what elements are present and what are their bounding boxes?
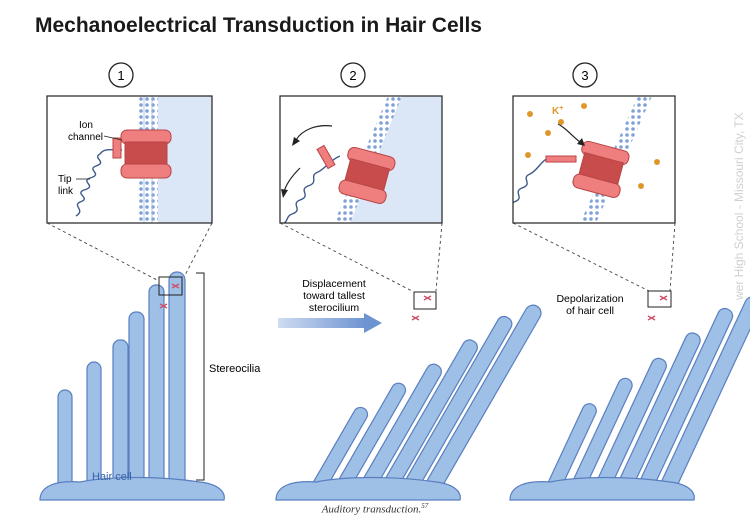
ion-channel-label: Ion [79,120,93,131]
stereocilia-bracket [196,272,205,481]
zoom-box [158,276,183,296]
ion-channel-label: channel [68,132,103,143]
zoom-box [413,291,437,310]
ion-channel-gate [112,137,122,159]
ion-flow-arrow [557,123,581,143]
stereocilium [112,339,129,491]
ion-channel-gate [545,155,577,163]
potassium-ions [525,103,660,189]
ion-channel [338,146,396,204]
tip-link [513,157,549,204]
hair-cell-3: Depolarization of hair cell [509,290,750,501]
depolarization-label: Depolarization [556,293,623,305]
displacement-arrow [278,313,382,333]
depolarization-label: of hair cell [566,305,614,317]
cell-body [275,476,461,501]
hair-cell-2: Displacement toward tallest sterocilium [275,278,542,501]
tip-link [283,155,341,223]
tip-link-label: Tip [58,174,72,185]
displacement-label: Displacement [302,278,366,290]
ion-channel-gate [316,144,336,170]
potassium-ion-label: K+ [552,105,563,117]
inset-panel-1: Ion channel Tip link [46,95,213,224]
svg-text:2: 2 [349,68,356,83]
stereocilium [148,284,165,491]
displacement-label: toward tallest [303,290,365,302]
svg-text:1: 1 [117,68,124,83]
ion-channel [572,140,630,198]
step-number-1: 1 [108,62,134,88]
watermark: wer High School - Missouri City, TX [732,112,746,300]
stereocilium [128,311,145,491]
stereocilium [168,271,186,491]
inset-panel-3: K+ [512,95,676,224]
svg-text:3: 3 [581,68,588,83]
movement-arrow [295,125,333,141]
zoom-guides [46,222,676,292]
tip-link [75,148,123,217]
step-number-3: 3 [572,62,598,88]
cell-body [39,476,225,501]
tip-link-label: link [58,186,74,197]
figure-caption: Auditory transduction.57 [321,502,429,516]
cell-body [509,476,695,501]
zoom-box [647,290,672,308]
hair-cell-1: Hair cell Stereocilia [39,271,261,501]
inset-panel-2 [279,95,443,224]
stereocilia-label: Stereocilia [209,363,261,375]
step-number-2: 2 [340,62,366,88]
ion-channel [120,129,172,179]
stereocilium [57,389,73,491]
hair-cell-label: Hair cell [92,471,132,483]
page-title: Mechanoelectrical Transduction in Hair C… [35,14,482,37]
displacement-label: sterocilium [309,302,359,314]
